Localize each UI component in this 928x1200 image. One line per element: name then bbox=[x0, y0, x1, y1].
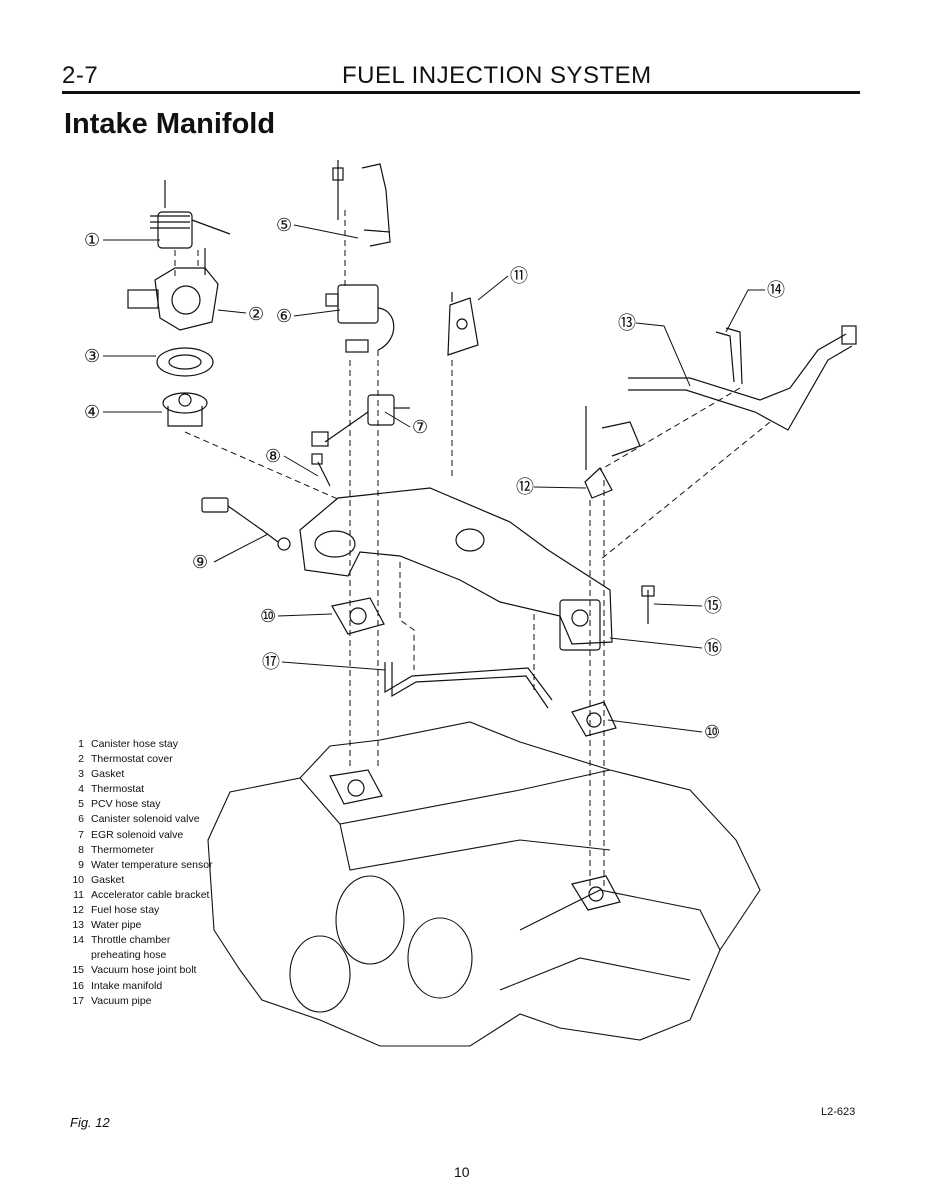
page-title: Intake Manifold bbox=[64, 108, 276, 140]
callout-12: ⑫ bbox=[516, 477, 534, 497]
callout-4: ④ bbox=[84, 402, 100, 422]
page-header: 2-7 FUEL INJECTION SYSTEM bbox=[62, 62, 860, 92]
accelerator-cable-bracket-part bbox=[447, 292, 479, 356]
callout-15: ⑮ bbox=[704, 596, 722, 616]
gasket-part bbox=[156, 347, 214, 377]
callout-10-upper: ⑩ bbox=[260, 606, 276, 626]
intake-manifold-part bbox=[299, 487, 613, 651]
thermostat-cover-part bbox=[127, 248, 219, 331]
gasket-10-part bbox=[329, 597, 621, 911]
running-title: FUEL INJECTION SYSTEM bbox=[342, 62, 652, 89]
fuel-hose-stay-part bbox=[584, 406, 641, 499]
callout-11: ⑪ bbox=[510, 266, 528, 286]
egr-solenoid-part bbox=[311, 394, 410, 447]
pcv-hose-stay-part bbox=[332, 160, 391, 247]
figure-code: L2-623 bbox=[821, 1106, 856, 1118]
callout-9: ⑨ bbox=[192, 552, 208, 572]
water-temperature-sensor-part bbox=[201, 497, 291, 551]
callout-10-lower: ⑩ bbox=[704, 722, 720, 742]
vacuum-hose-joint-bolt-part bbox=[641, 585, 655, 624]
callout-2: ② bbox=[248, 304, 264, 324]
page-number: 10 bbox=[454, 1164, 470, 1180]
callout-3: ③ bbox=[84, 346, 100, 366]
exploded-diagram: ① ② ③ ④ ⑤ ⑥ ⑦ ⑧ ⑨ ⑩ ⑪ ⑫ ⑬ ⑭ ⑮ ⑯ ⑰ ⑩ bbox=[84, 160, 857, 1047]
callout-8: ⑧ bbox=[265, 446, 281, 466]
canister-hose-stay-part bbox=[150, 180, 231, 249]
section-number: 2-7 bbox=[62, 62, 99, 89]
callout-16: ⑯ bbox=[704, 638, 722, 658]
callout-17: ⑰ bbox=[262, 652, 280, 672]
callout-14: ⑭ bbox=[767, 280, 785, 300]
vacuum-pipe-part bbox=[384, 662, 553, 709]
callout-6: ⑥ bbox=[276, 306, 292, 326]
throttle-chamber-preheating-hose-part bbox=[715, 327, 743, 385]
callout-13: ⑬ bbox=[618, 313, 636, 333]
callout-1: ① bbox=[84, 230, 100, 250]
thermometer-part bbox=[311, 453, 331, 487]
callout-5: ⑤ bbox=[276, 215, 292, 235]
header-rule bbox=[62, 91, 860, 94]
engine-block-part bbox=[207, 721, 761, 1047]
water-pipe-part bbox=[628, 325, 857, 431]
thermostat-part bbox=[162, 392, 208, 427]
callout-7: ⑦ bbox=[412, 417, 428, 437]
figure-caption: Fig. 12 bbox=[70, 1115, 110, 1130]
canister-solenoid-part bbox=[325, 284, 395, 353]
